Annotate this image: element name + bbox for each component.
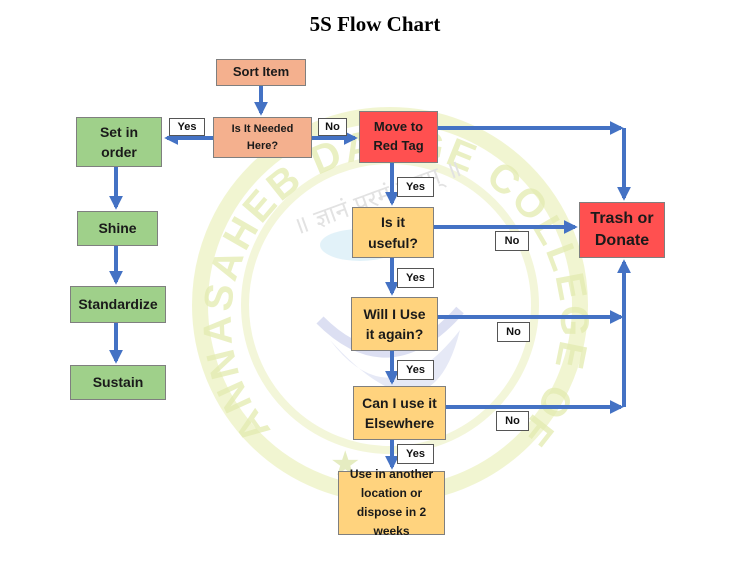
yes-label-use-again: Yes xyxy=(397,268,434,288)
set-in-order-node: Set in order xyxy=(76,117,162,167)
chart-title: 5S Flow Chart xyxy=(309,12,441,36)
is-it-useful-node: Is it useful? xyxy=(352,207,434,258)
can-i-use-elsewhere-node: Can I use it Elsewhere xyxy=(353,386,446,440)
yes-label-another-location: Yes xyxy=(397,444,434,464)
sort-item-node: Sort Item xyxy=(216,59,306,86)
shine-node: Shine xyxy=(77,211,158,246)
trash-or-donate-node: Trash or Donate xyxy=(579,202,665,258)
will-i-use-again-node: Will I Use it again? xyxy=(351,297,438,351)
sustain-node: Sustain xyxy=(70,365,166,400)
no-label-red-tag: No xyxy=(318,118,347,136)
use-in-another-location-node: Use in another location or dispose in 2 … xyxy=(338,467,445,538)
no-label-use-again: No xyxy=(497,322,530,342)
no-label-elsewhere: No xyxy=(496,411,529,431)
yes-label-set-in-order: Yes xyxy=(169,118,205,136)
move-to-red-tag-node: Move to Red Tag xyxy=(359,111,438,163)
is-it-needed-node: Is It Needed Here? xyxy=(213,117,312,158)
no-label-useful: No xyxy=(495,231,529,251)
standardize-node: Standardize xyxy=(70,286,166,323)
yes-label-useful: Yes xyxy=(397,177,434,197)
yes-label-elsewhere: Yes xyxy=(397,360,434,380)
